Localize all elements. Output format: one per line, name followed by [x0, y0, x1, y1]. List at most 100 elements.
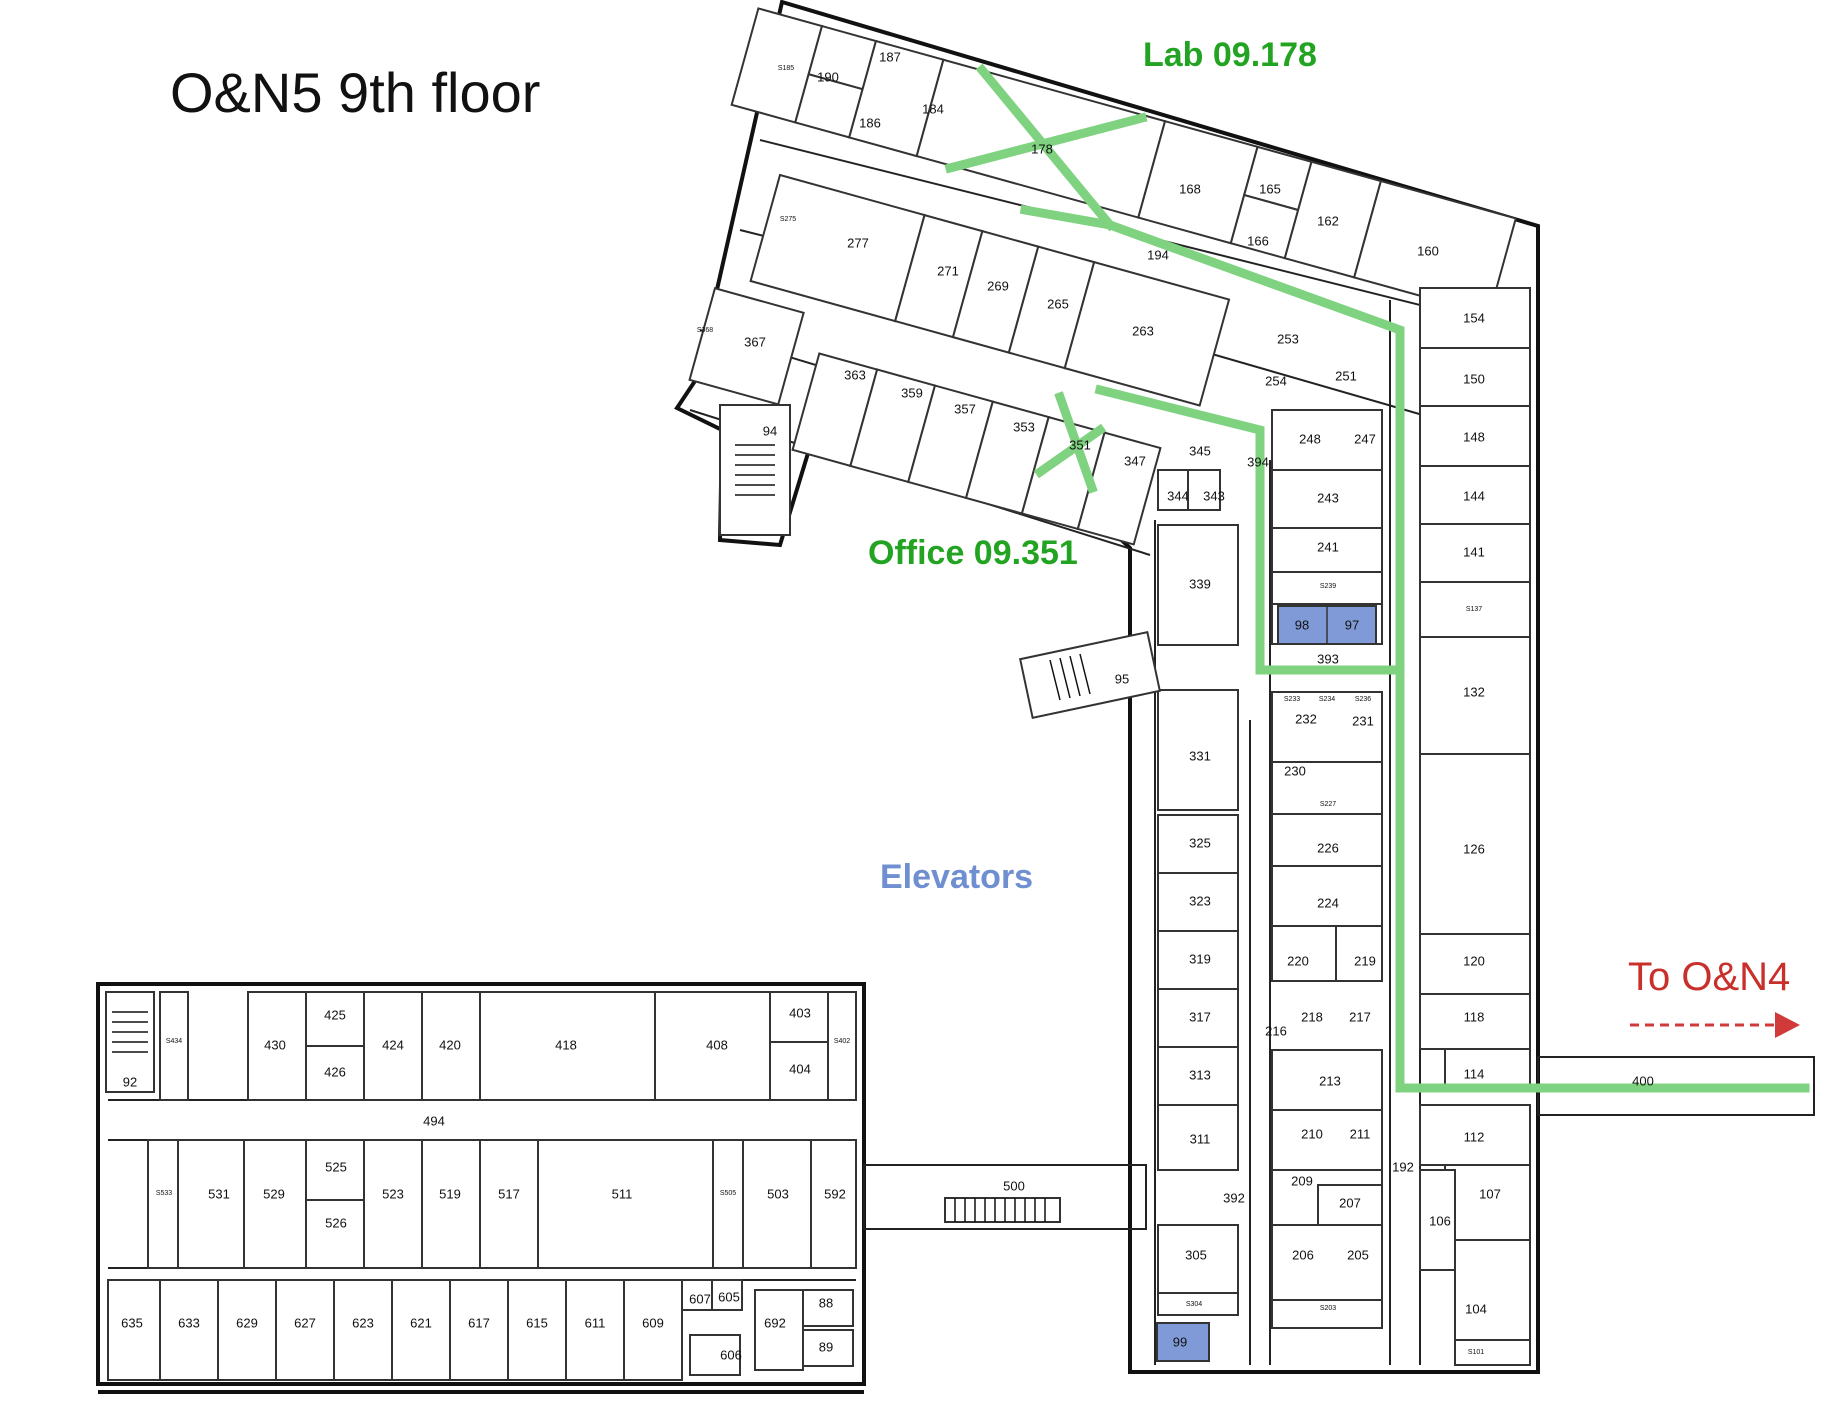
svg-text:210: 210 — [1301, 1126, 1323, 1141]
stair-95 — [1018, 630, 1162, 720]
lab-label: Lab 09.178 — [1143, 36, 1317, 74]
svg-text:359: 359 — [901, 385, 923, 400]
svg-text:403: 403 — [789, 1005, 811, 1020]
svg-text:635: 635 — [121, 1315, 143, 1330]
svg-text:216: 216 — [1265, 1023, 1287, 1038]
stair-92 — [105, 991, 155, 1093]
svg-text:425: 425 — [324, 1007, 346, 1022]
svg-text:97: 97 — [1345, 617, 1359, 632]
svg-text:305: 305 — [1185, 1247, 1207, 1262]
svg-text:213: 213 — [1319, 1073, 1341, 1088]
service-room-labels: S185 S275 S368 S239 S137 S233 S234 S236 … — [156, 65, 1484, 1356]
svg-text:392: 392 — [1223, 1190, 1245, 1205]
svg-text:408: 408 — [706, 1037, 728, 1052]
svg-text:345: 345 — [1189, 443, 1211, 458]
svg-text:271: 271 — [937, 263, 959, 278]
svg-text:209: 209 — [1291, 1173, 1313, 1188]
svg-text:187: 187 — [879, 49, 901, 64]
svg-text:S275: S275 — [780, 216, 796, 223]
svg-text:247: 247 — [1354, 431, 1376, 446]
svg-text:263: 263 — [1132, 323, 1154, 338]
svg-text:89: 89 — [819, 1339, 833, 1354]
svg-text:217: 217 — [1349, 1009, 1371, 1024]
svg-text:118: 118 — [1464, 1009, 1485, 1024]
bridge-stairs — [944, 1197, 1061, 1223]
svg-text:141: 141 — [1463, 544, 1485, 559]
svg-text:S137: S137 — [1466, 606, 1482, 613]
svg-text:194: 194 — [1147, 247, 1169, 262]
svg-text:95: 95 — [1115, 671, 1129, 686]
svg-text:224: 224 — [1317, 895, 1339, 910]
svg-text:230: 230 — [1284, 763, 1306, 778]
svg-text:494: 494 — [423, 1113, 445, 1128]
svg-text:205: 205 — [1347, 1247, 1369, 1262]
svg-text:325: 325 — [1189, 835, 1211, 850]
svg-text:531: 531 — [208, 1186, 230, 1201]
svg-text:S239: S239 — [1320, 583, 1336, 590]
svg-text:251: 251 — [1335, 368, 1357, 383]
svg-text:231: 231 — [1352, 713, 1374, 728]
svg-text:623: 623 — [352, 1315, 374, 1330]
svg-text:523: 523 — [382, 1186, 404, 1201]
svg-text:633: 633 — [178, 1315, 200, 1330]
svg-text:243: 243 — [1317, 490, 1339, 505]
svg-text:344: 344 — [1167, 488, 1189, 503]
svg-text:265: 265 — [1047, 296, 1069, 311]
svg-text:605: 605 — [718, 1289, 740, 1304]
svg-text:317: 317 — [1189, 1009, 1211, 1024]
svg-text:219: 219 — [1354, 953, 1376, 968]
svg-text:426: 426 — [324, 1064, 346, 1079]
svg-text:162: 162 — [1317, 213, 1339, 228]
svg-text:218: 218 — [1301, 1009, 1323, 1024]
svg-text:226: 226 — [1317, 840, 1339, 855]
svg-text:192: 192 — [1392, 1159, 1414, 1174]
svg-text:241: 241 — [1317, 539, 1339, 554]
svg-text:526: 526 — [325, 1215, 347, 1230]
office-label: Office 09.351 — [868, 534, 1078, 572]
svg-text:126: 126 — [1463, 841, 1485, 856]
svg-text:S101: S101 — [1468, 1349, 1484, 1356]
svg-text:S304: S304 — [1186, 1301, 1202, 1308]
svg-text:621: 621 — [410, 1315, 432, 1330]
svg-text:606: 606 — [720, 1347, 742, 1362]
svg-text:144: 144 — [1463, 488, 1485, 503]
svg-text:269: 269 — [987, 278, 1009, 293]
svg-text:132: 132 — [1463, 684, 1485, 699]
svg-text:S236: S236 — [1355, 696, 1371, 703]
svg-text:617: 617 — [468, 1315, 490, 1330]
svg-text:351: 351 — [1069, 437, 1091, 452]
svg-text:319: 319 — [1189, 951, 1211, 966]
svg-text:88: 88 — [819, 1295, 833, 1310]
svg-text:S368: S368 — [697, 327, 713, 334]
svg-text:107: 107 — [1479, 1186, 1501, 1201]
svg-text:615: 615 — [526, 1315, 548, 1330]
svg-text:104: 104 — [1465, 1301, 1487, 1316]
svg-text:S234: S234 — [1319, 696, 1335, 703]
svg-text:92: 92 — [123, 1074, 137, 1089]
svg-text:611: 611 — [585, 1315, 606, 1330]
svg-text:393: 393 — [1317, 651, 1339, 666]
bridge-500 — [863, 1164, 1147, 1230]
svg-text:592: 592 — [824, 1186, 846, 1201]
svg-text:418: 418 — [555, 1037, 577, 1052]
svg-text:166: 166 — [1247, 233, 1269, 248]
svg-text:313: 313 — [1189, 1067, 1211, 1082]
svg-text:629: 629 — [236, 1315, 258, 1330]
to-building-arrow — [1630, 1012, 1800, 1038]
svg-text:529: 529 — [263, 1186, 285, 1201]
svg-text:353: 353 — [1013, 419, 1035, 434]
svg-text:357: 357 — [954, 401, 976, 416]
svg-text:232: 232 — [1295, 711, 1317, 726]
svg-text:347: 347 — [1124, 453, 1146, 468]
svg-text:178: 178 — [1031, 141, 1053, 156]
svg-text:277: 277 — [847, 235, 869, 250]
svg-text:211: 211 — [1350, 1126, 1371, 1141]
svg-text:311: 311 — [1190, 1131, 1211, 1146]
svg-text:148: 148 — [1463, 429, 1485, 444]
room-labels: 187 190 186 184 178 168 165 166 162 160 … — [121, 49, 1654, 1362]
svg-text:120: 120 — [1463, 953, 1485, 968]
svg-text:168: 168 — [1179, 181, 1201, 196]
svg-text:99: 99 — [1173, 1334, 1187, 1349]
svg-text:343: 343 — [1203, 488, 1225, 503]
